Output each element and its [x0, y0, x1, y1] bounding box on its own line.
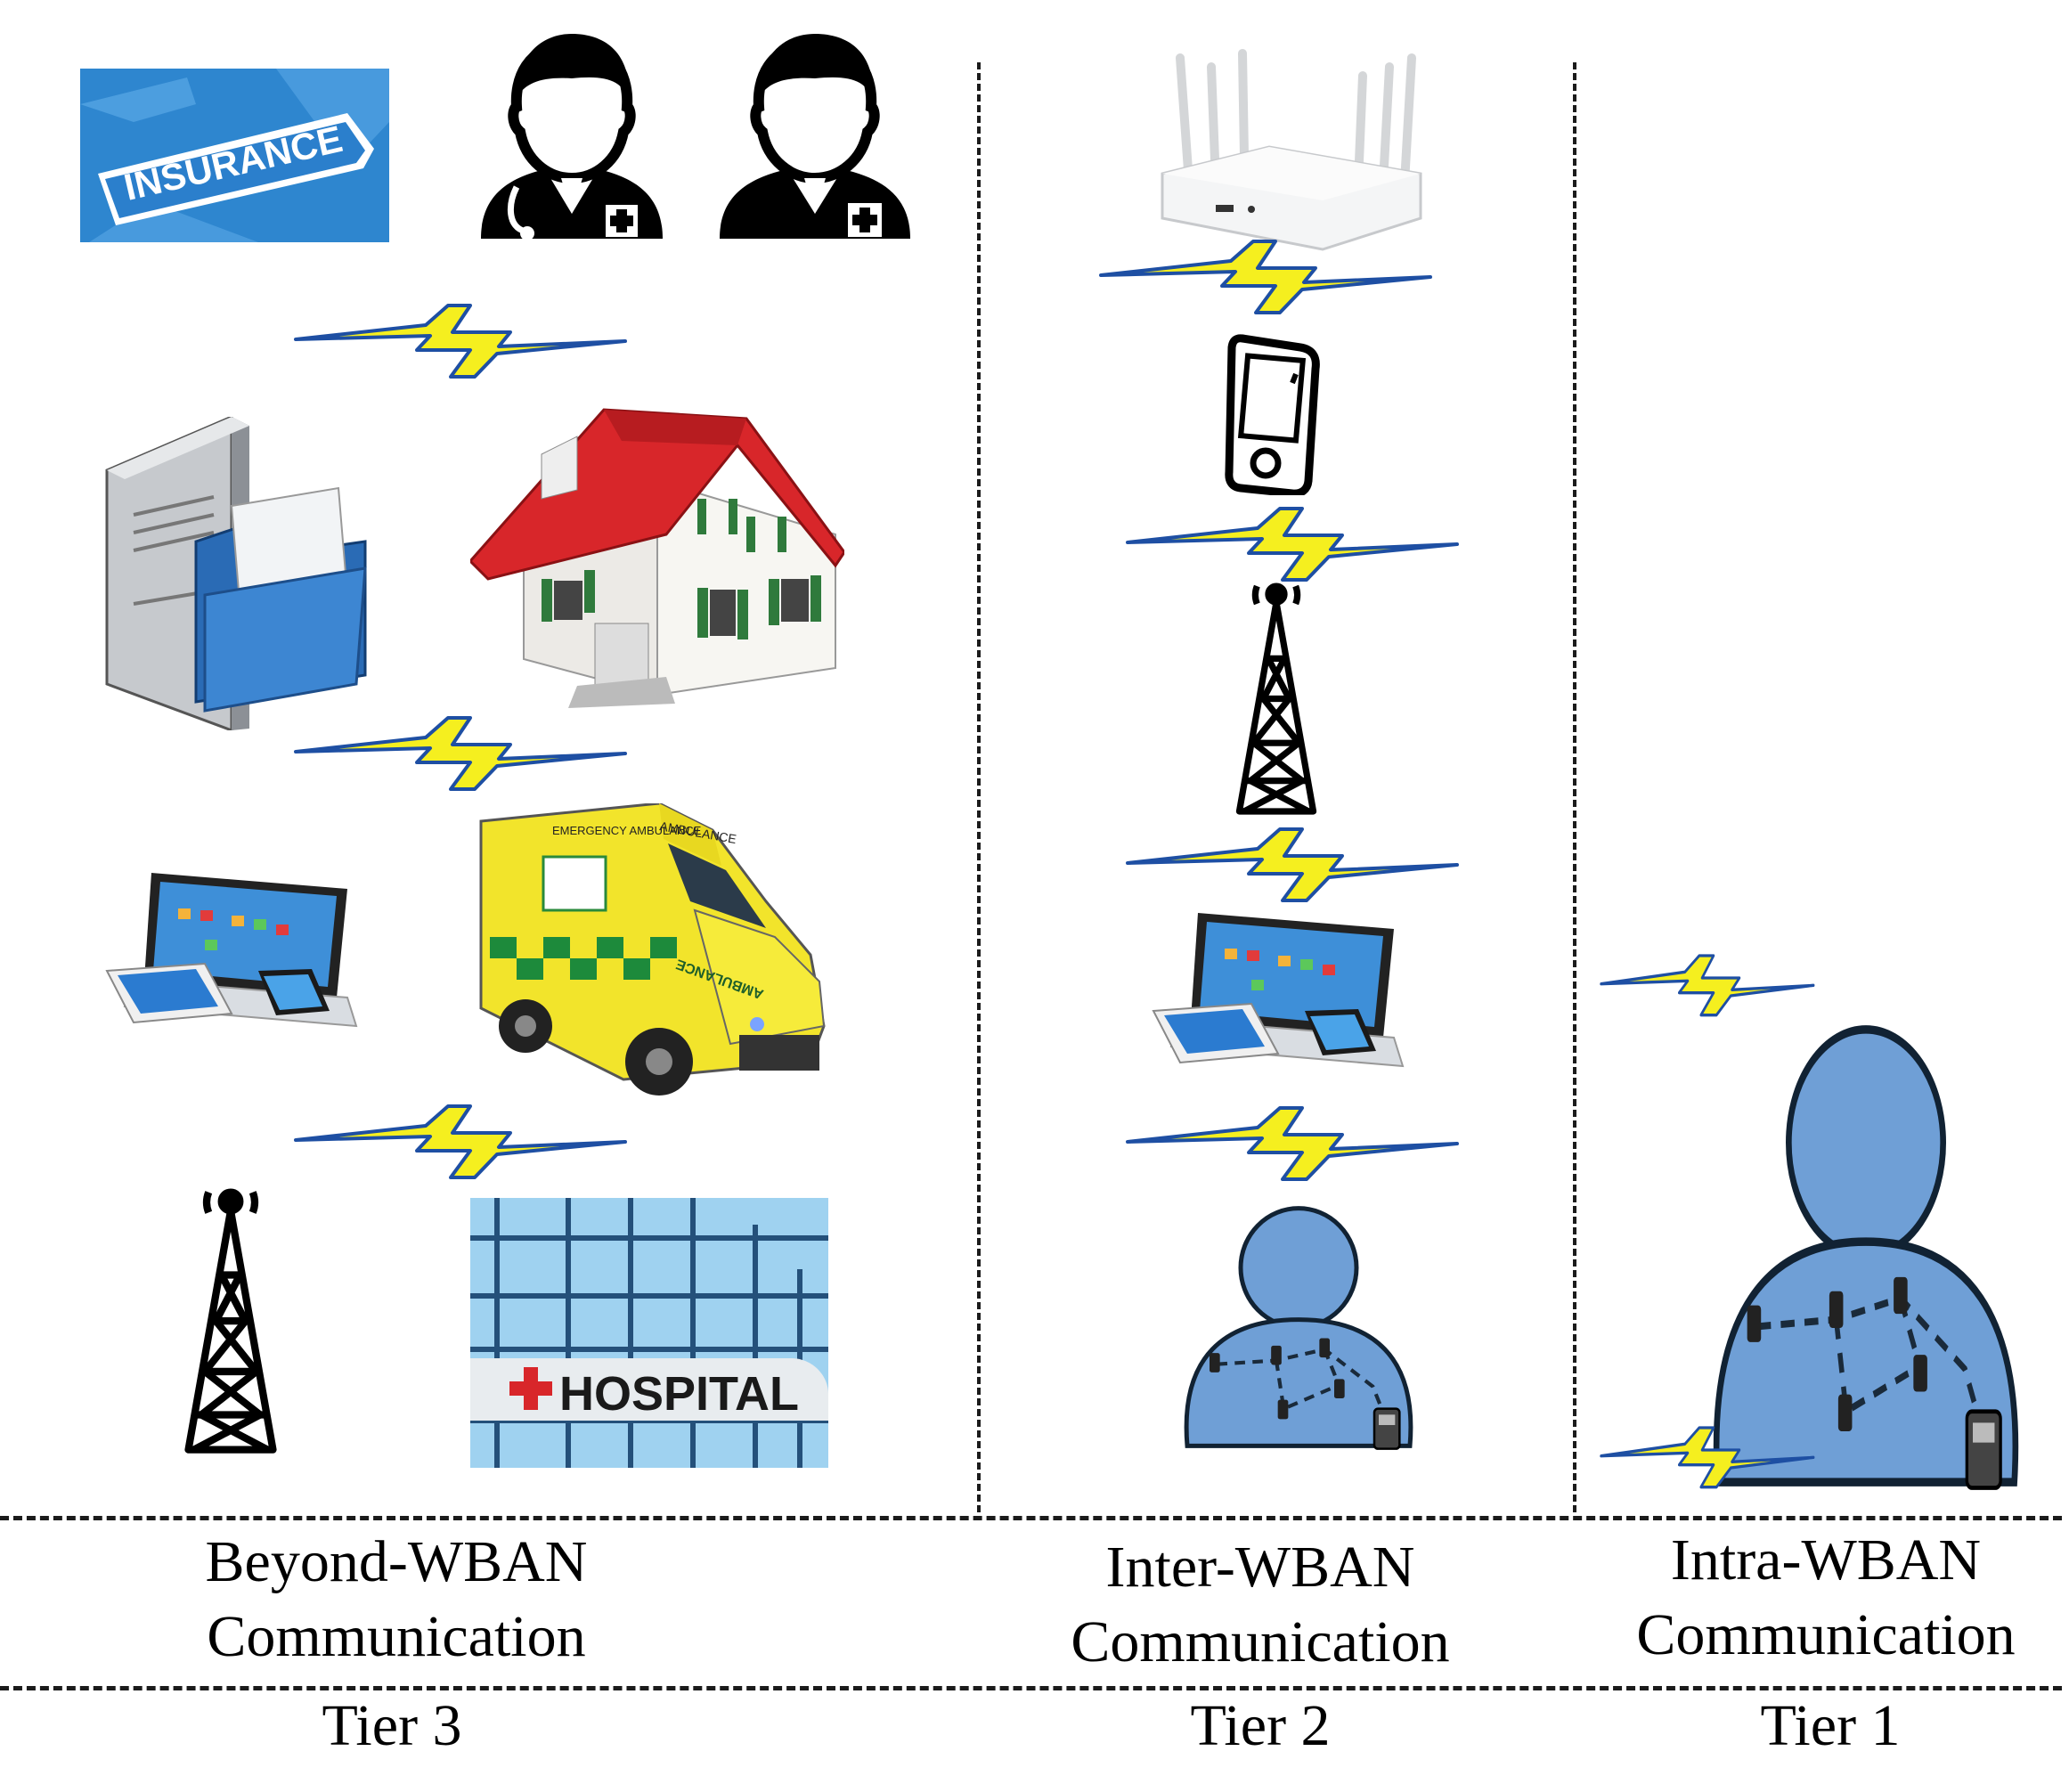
wireless-link-icon: [292, 300, 631, 380]
caption-top-divider: [0, 1516, 2062, 1520]
wireless-link-icon: [1599, 1423, 1817, 1490]
tier3-caption-line1: Beyond-WBAN: [205, 1529, 588, 1594]
tier2-caption-line1: Inter-WBAN: [1105, 1535, 1415, 1600]
wifi-router-icon: [1144, 49, 1438, 263]
tier1-caption-line1: Intra-WBAN: [1670, 1527, 1982, 1592]
house-icon: [470, 401, 844, 708]
caption-bottom-divider: [0, 1686, 2062, 1690]
wireless-link-icon: [1097, 236, 1436, 316]
tier3-caption-line2: Communication: [207, 1604, 586, 1669]
doctor-icon: [472, 27, 672, 240]
server-icon: [98, 417, 374, 730]
pda-icon: [1225, 330, 1323, 495]
hospital-icon: HOSPITAL: [470, 1198, 828, 1468]
tier1-caption: Intra-WBAN Communication: [1585, 1523, 2066, 1673]
wireless-link-icon: [292, 713, 631, 793]
laptop-devices-icon: [98, 842, 365, 1064]
tier3-label: Tier 3: [322, 1693, 462, 1758]
ambulance-side-label: EMERGENCY AMBULANCE: [552, 824, 702, 837]
ambulance-icon: EMERGENCY AMBULANCE AMBULANCE AMBULANCE: [472, 803, 846, 1104]
tier1-label: Tier 1: [1760, 1693, 1901, 1758]
laptop-devices-icon: [1144, 882, 1412, 1104]
wban-body-icon: [1165, 1167, 1432, 1487]
medical-staff-icon: [713, 27, 917, 240]
tier2-caption: Inter-WBAN Communication: [989, 1530, 1532, 1680]
cell-tower-icon: [175, 1174, 287, 1459]
tier3-caption: Beyond-WBAN Communication: [107, 1525, 686, 1674]
tier3-tier2-divider: [977, 62, 981, 1512]
tier1-caption-line2: Communication: [1636, 1602, 2016, 1667]
wireless-link-icon: [292, 1101, 631, 1181]
cell-tower-icon: [1220, 570, 1332, 819]
tier2-tier1-divider: [1573, 62, 1576, 1512]
tier2-label: Tier 2: [1190, 1693, 1331, 1758]
hospital-label: HOSPITAL: [559, 1367, 799, 1421]
wireless-link-icon: [1599, 951, 1817, 1018]
insurance-icon: INSURANCE: [80, 69, 389, 242]
tier2-caption-line2: Communication: [1071, 1609, 1450, 1674]
